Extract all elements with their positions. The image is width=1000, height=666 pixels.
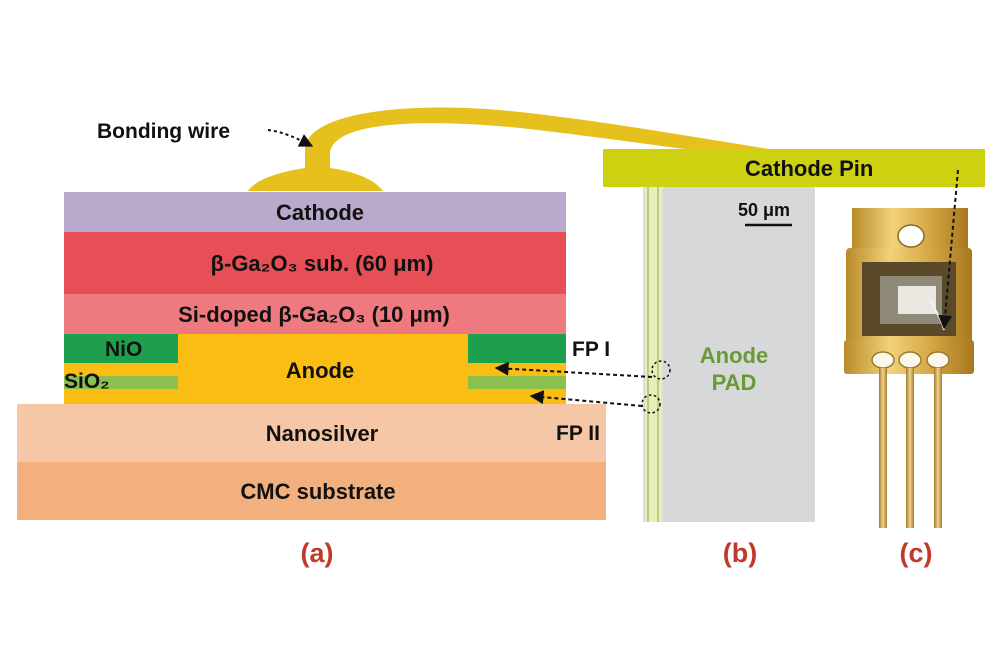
cathode-pin-bar — [603, 149, 985, 187]
sio2-left — [64, 376, 178, 389]
pin-seal-2 — [898, 351, 922, 369]
fp1-label: FP I — [572, 338, 610, 361]
anode-pad-region — [663, 186, 815, 522]
nio-left — [64, 334, 178, 363]
to-package — [844, 208, 974, 528]
fp1-arrow — [494, 361, 653, 378]
lead-1 — [879, 368, 887, 528]
panel-a-caption: (a) — [301, 538, 334, 568]
nio-label: NiO — [105, 338, 142, 361]
doped-layer — [64, 294, 566, 334]
pin-seal-3 — [926, 351, 950, 369]
panel-c: Cathode Pin (c) — [603, 149, 985, 568]
anode-pad-label-line1: Anode — [700, 343, 768, 368]
bonding-wire-arrow — [267, 129, 314, 147]
fp1-highlight-circle — [651, 360, 671, 380]
lead-2 — [906, 368, 914, 528]
pin-seal-1 — [871, 351, 895, 369]
cathode-layer — [64, 192, 566, 232]
panel-a: Bonding wire Cathode β-Ga₂O₃ sub. (60 μm… — [17, 107, 775, 568]
bonding-wire — [248, 107, 775, 191]
cathode-pin-arrow — [938, 169, 959, 330]
nanosilver-layer — [17, 404, 606, 462]
fp2-arrow — [529, 390, 643, 407]
die — [898, 286, 936, 314]
fp2-highlight-circle — [641, 394, 661, 414]
sio2-label: SiO₂ — [64, 370, 110, 393]
panel-b: 50 μm Anode PAD (b) — [494, 186, 815, 568]
scale-bar-label: 50 μm — [738, 200, 790, 220]
lead-3 — [934, 368, 942, 528]
cmc-label: CMC substrate — [240, 479, 395, 504]
nio-right — [468, 334, 566, 363]
panel-c-caption: (c) — [900, 538, 933, 568]
cathode-pin-label: Cathode Pin — [745, 156, 873, 181]
bonding-wire-label: Bonding wire — [97, 120, 230, 143]
cathode-label: Cathode — [276, 200, 364, 225]
fp2-label: FP II — [556, 422, 600, 445]
anode-pad-label-line2: PAD — [712, 370, 757, 395]
cmc-layer — [17, 462, 606, 520]
doped-label: Si-doped β-Ga₂O₃ (10 μm) — [178, 302, 450, 327]
sio2-right — [468, 376, 566, 389]
tab-hole — [897, 224, 925, 248]
anode-label: Anode — [286, 358, 354, 383]
nanosilver-label: Nanosilver — [266, 421, 379, 446]
substrate-layer — [64, 232, 566, 294]
panel-b-caption: (b) — [723, 538, 757, 568]
substrate-label: β-Ga₂O₃ sub. (60 μm) — [211, 251, 434, 276]
